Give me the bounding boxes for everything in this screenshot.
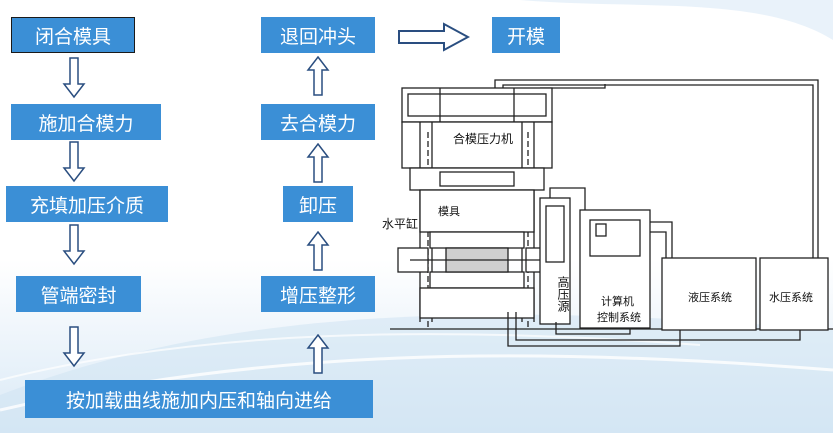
down-arrow-icon <box>62 224 86 266</box>
step-fill-medium: 充填加压介质 <box>6 186 168 222</box>
up-arrow-icon <box>306 231 330 271</box>
computer-control-label-line2: 控制系统 <box>597 311 641 324</box>
computer-control-label-line1: 计算机 <box>601 295 634 308</box>
step-remove-clamp-force: 去合模力 <box>261 104 375 140</box>
down-arrow-icon <box>62 326 86 368</box>
step-apply-clamp-force: 施加合模力 <box>11 104 161 140</box>
step-open-mold: 开模 <box>492 17 560 53</box>
hydraulic-system-label: 液压系统 <box>688 291 732 304</box>
up-arrow-icon <box>306 143 330 183</box>
down-arrow-icon <box>62 141 86 183</box>
high-pressure-source-label: 高压源 <box>556 276 570 312</box>
step-close-mold: 闭合模具 <box>11 17 135 53</box>
step-retract-punch: 退回冲头 <box>261 17 375 53</box>
down-arrow-icon <box>62 57 86 99</box>
up-arrow-icon <box>306 334 330 374</box>
hydroforming-machine-diagram <box>390 79 833 347</box>
water-pressure-system-label: 水压系统 <box>769 291 813 304</box>
press-label: 合模压力机 <box>453 132 514 146</box>
mold-label: 模具 <box>438 205 460 218</box>
step-load-curve-pressure-feed: 按加载曲线施加内压和轴向进给 <box>25 380 373 418</box>
step-pressurize-shape: 增压整形 <box>261 276 375 312</box>
horizontal-cylinder-label: 水平缸 <box>382 217 419 231</box>
step-unload-pressure: 卸压 <box>283 186 353 222</box>
right-arrow-icon <box>398 22 470 52</box>
up-arrow-icon <box>306 56 330 96</box>
step-seal-tube-ends: 管端密封 <box>16 276 141 312</box>
